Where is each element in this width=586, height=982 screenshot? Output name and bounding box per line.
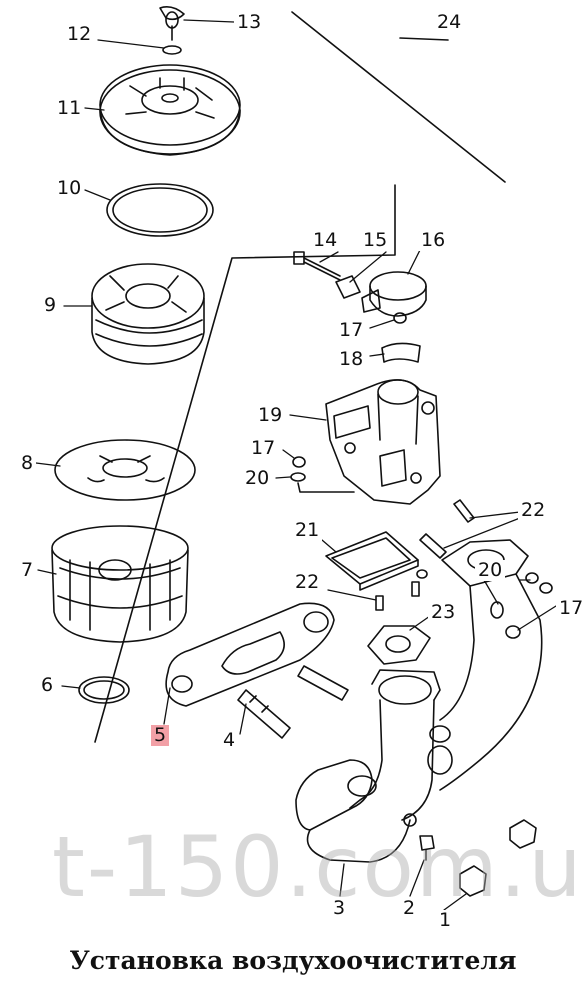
leader-line-19-body [297,482,355,493]
callout-3: 3 [330,898,349,919]
callout-17-right: 17 [556,598,586,619]
bracket-part-18 [381,342,421,363]
watermark-text: t-150.com.ua [52,818,586,916]
callout-13: 13 [234,12,265,33]
stud-part-4-second [297,665,349,701]
washer-part-12 [162,45,182,55]
wing-nut-part-13 [159,6,185,41]
plate-part-21 [325,531,428,591]
callout-20-right: 20 [475,560,506,581]
callout-6: 6 [38,675,57,696]
assembly-guide-line-top [399,37,449,41]
clamp-part-15 [335,275,361,299]
filter-element-part-9 [91,263,205,365]
pipe-part-3 [295,669,453,863]
nut-part-1 [459,865,487,897]
stud-part-22-lower [375,581,420,611]
cover-part-11 [99,64,241,156]
body-part-19 [325,379,441,505]
plate-part-8 [54,439,196,501]
callout-4: 4 [220,730,239,751]
assembly-guide-line-24 [291,11,506,183]
gasket-part-5 [165,602,335,707]
leader-lines [35,19,557,911]
figure-caption: Установка воздухоочистителя [69,946,517,975]
callout-2: 2 [400,898,419,919]
callout-10: 10 [54,178,85,199]
callout-21: 21 [292,520,323,541]
stud-part-22-upper [419,499,475,559]
callout-5-highlighted[interactable]: 5 [151,725,170,746]
callout-8: 8 [18,453,37,474]
callout-20-middle: 20 [242,468,273,489]
callout-16: 16 [418,230,449,251]
seal-ring-part-10 [106,183,214,237]
callout-19: 19 [255,405,286,426]
bolt-part-14 [293,251,341,281]
assembly-guide-line-left [94,184,396,743]
callout-14: 14 [310,230,341,251]
callout-15: 15 [360,230,391,251]
callout-18: 18 [336,349,367,370]
gasket-part-23 [367,625,431,665]
callout-22-lower: 22 [292,572,323,593]
callout-12: 12 [64,24,95,45]
housing-part-7 [51,525,189,643]
bolt-part-2 [419,835,435,861]
stud-part-4 [237,689,291,739]
washer-part-20-middle [290,472,306,482]
ring-part-6 [78,676,130,704]
callout-1: 1 [436,910,455,931]
nut-right-lower [509,819,537,849]
callout-7: 7 [18,560,37,581]
callout-23: 23 [428,602,459,623]
callout-17-middle: 17 [248,438,279,459]
callout-11: 11 [54,98,85,119]
clamp-band-part-16 [361,271,427,317]
callout-22-upper: 22 [518,500,549,521]
callout-9: 9 [41,295,60,316]
callout-17-upper: 17 [336,320,367,341]
nut-part-17-right [505,572,553,639]
callout-24: 24 [434,12,465,33]
nut-part-17-upper [393,312,407,324]
nut-part-17-middle [292,456,306,468]
